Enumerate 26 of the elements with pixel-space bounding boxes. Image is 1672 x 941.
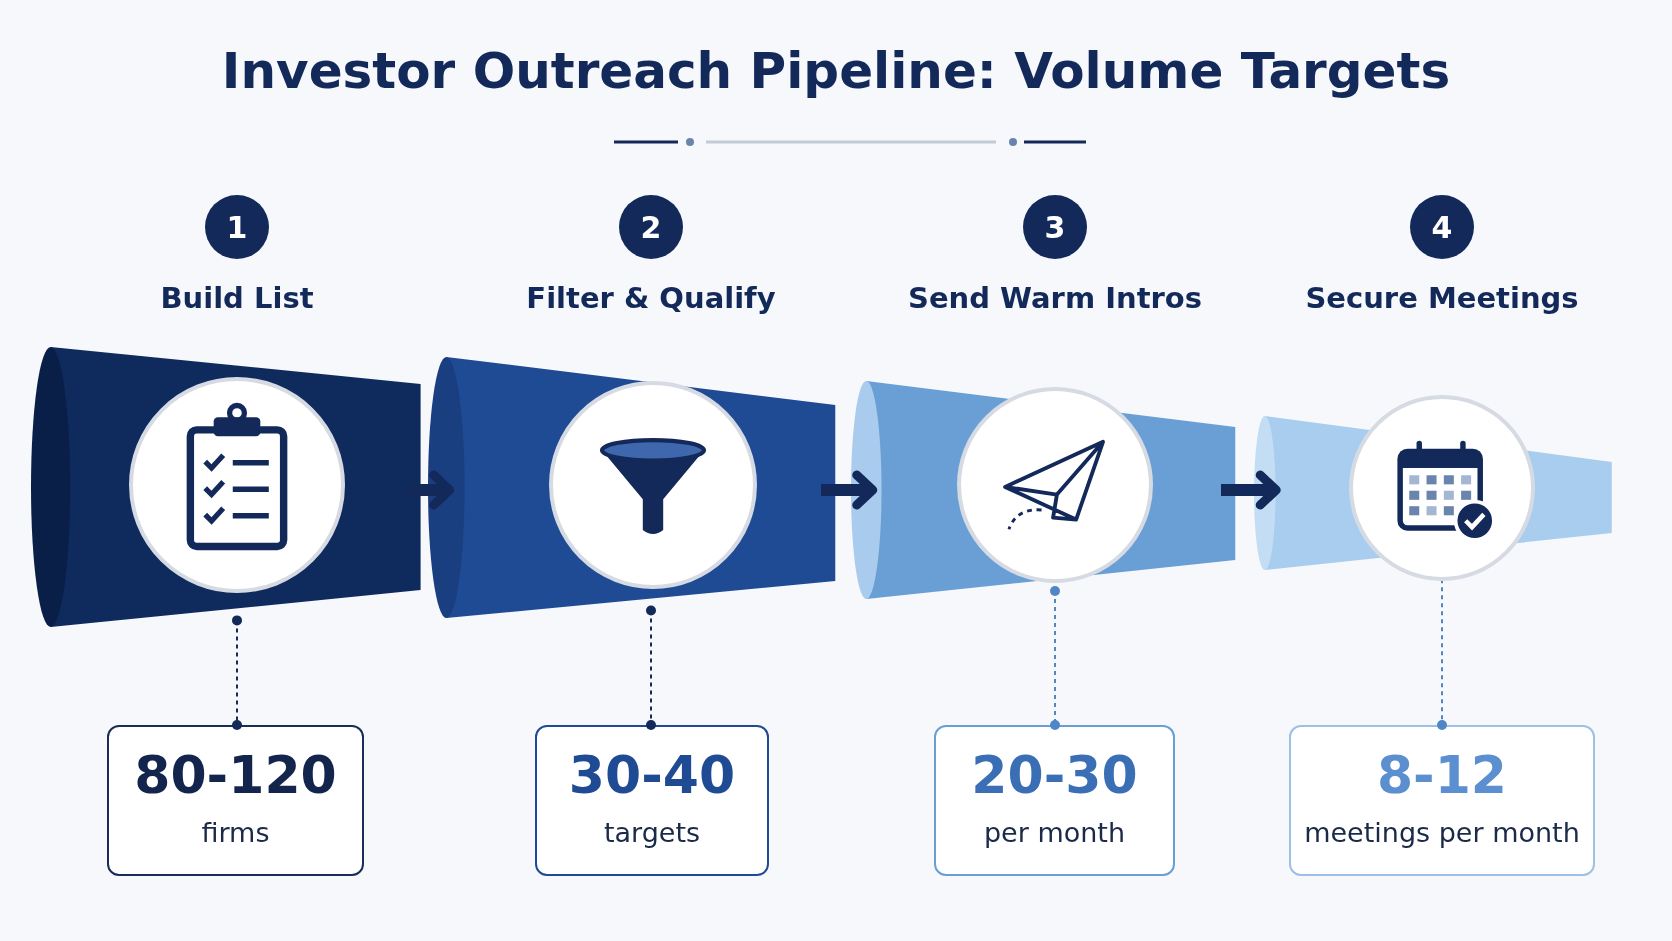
stat-box <box>1289 725 1595 876</box>
stat-value: 20-30 <box>970 745 1139 805</box>
arrow <box>1221 470 1281 510</box>
stat-box <box>107 725 364 876</box>
leader-line <box>232 615 242 730</box>
step-title: Send Warm Intros <box>907 281 1203 315</box>
leader-line <box>646 605 656 730</box>
step-title: Build List <box>159 281 315 315</box>
step-title: Filter & Qualify <box>525 281 777 315</box>
step-number: 4 <box>1410 195 1474 259</box>
arrow <box>821 470 878 510</box>
stat-value: 8-12 <box>1375 745 1509 805</box>
stat-box <box>535 725 769 876</box>
stat-value: 80-120 <box>133 745 338 805</box>
step-number: 1 <box>205 195 269 259</box>
leader-line <box>1050 586 1060 730</box>
stat-unit: per month <box>982 817 1127 848</box>
stat-unit: firms <box>200 817 271 848</box>
stat-value: 30-40 <box>567 745 737 805</box>
stat-unit: meetings per month <box>1303 817 1581 848</box>
stat-box <box>934 725 1175 876</box>
title: Investor Outreach Pipeline: Volume Targets <box>220 42 1452 100</box>
step-number: 3 <box>1023 195 1087 259</box>
stat-unit: targets <box>602 817 702 848</box>
step-title: Secure Meetings <box>1304 281 1580 315</box>
step-number: 2 <box>619 195 683 259</box>
